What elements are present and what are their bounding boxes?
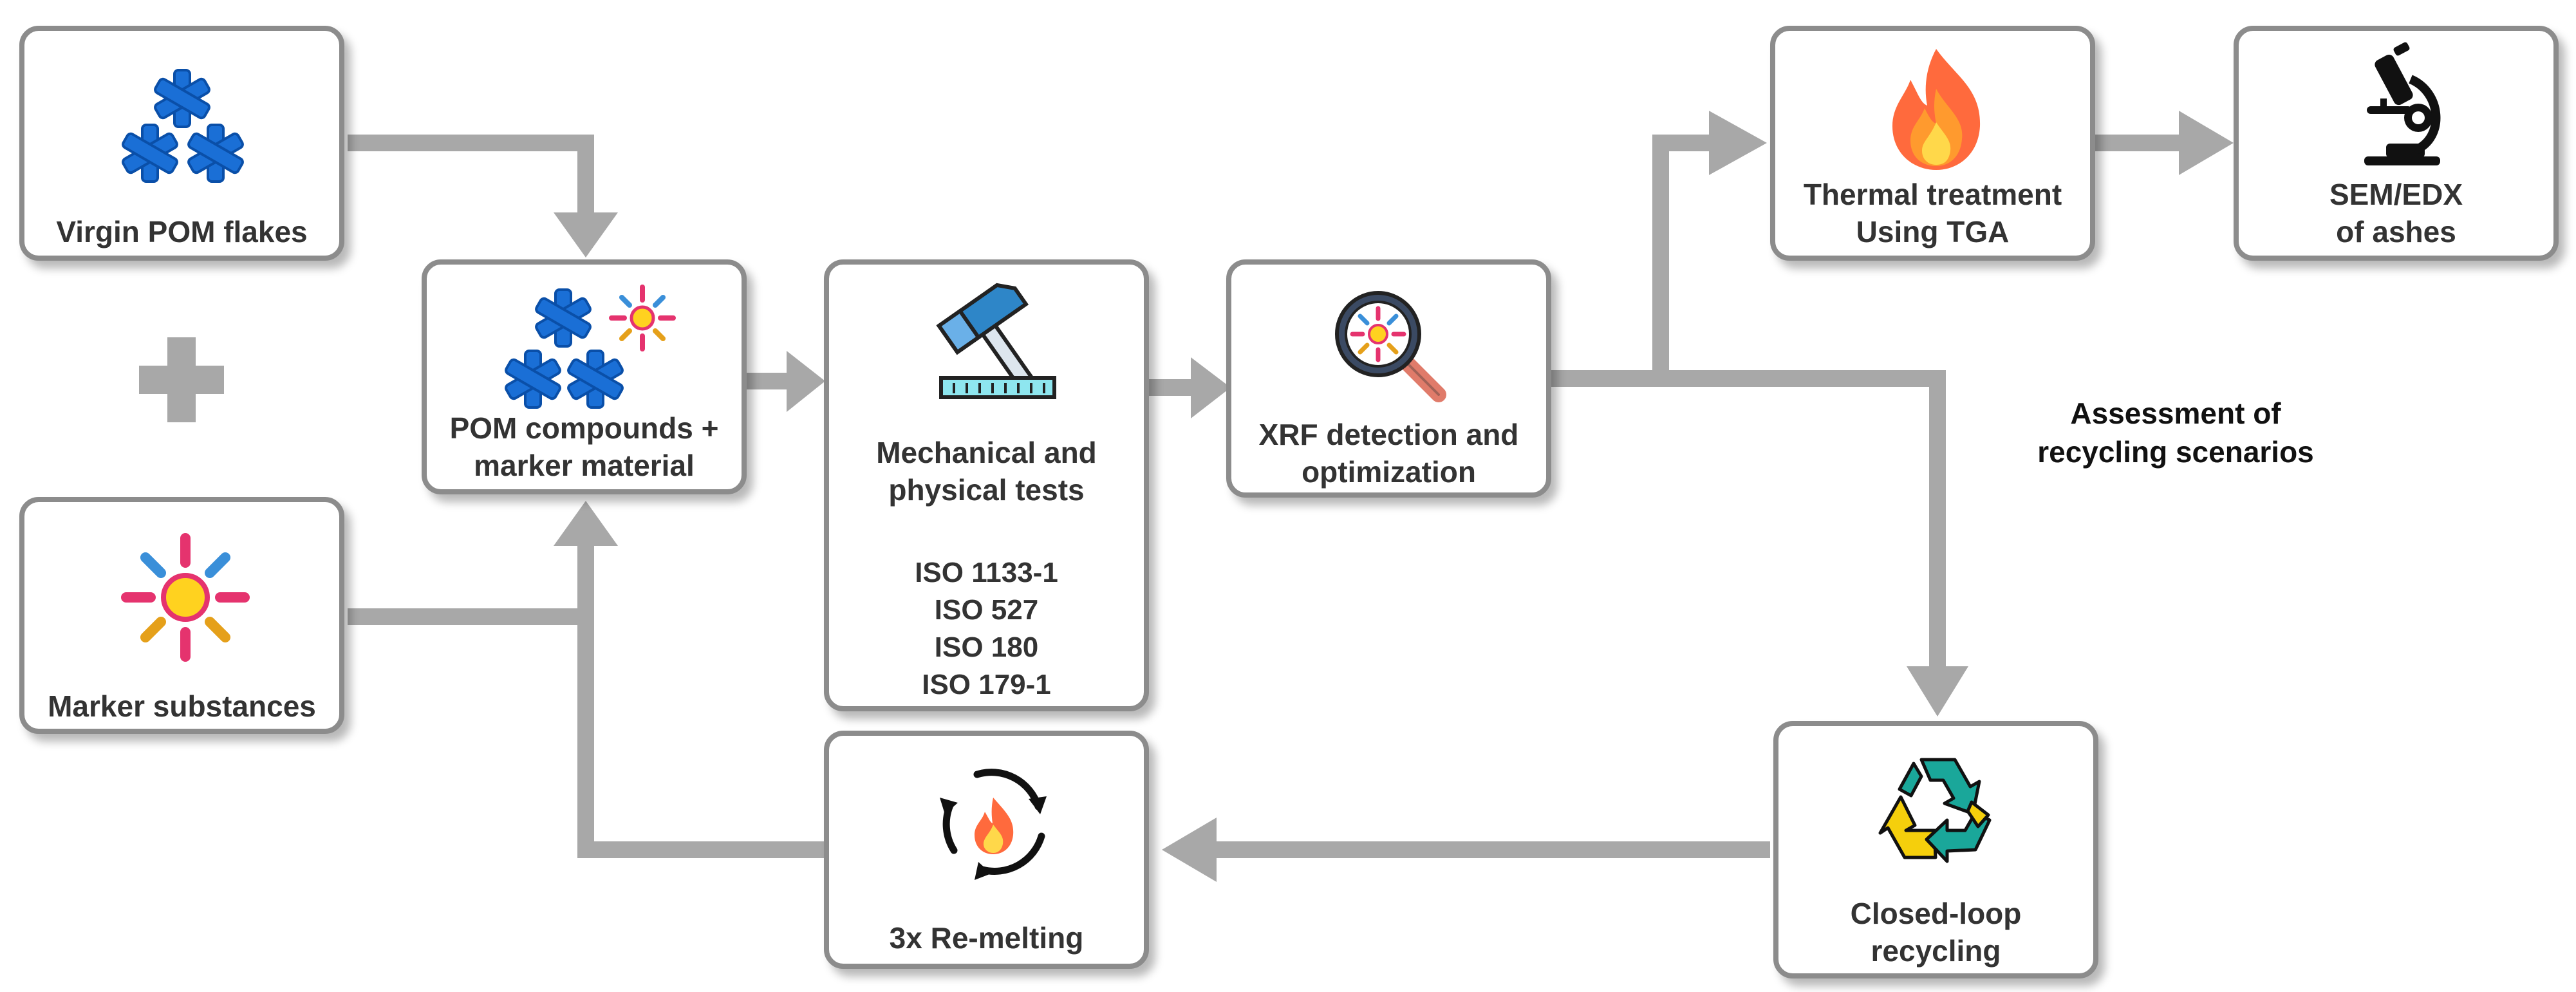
plus-icon [139, 337, 224, 422]
node-closed-loop: Closed-loop recycling [1773, 721, 2098, 978]
iso-standards-list: ISO 1133-1 ISO 527 ISO 180 ISO 179-1 [829, 554, 1144, 704]
iso-standard-2: ISO 527 [934, 594, 1039, 626]
node-xrf-line-2: optimization [1302, 455, 1476, 489]
arrowhead-into-compounds-top [554, 212, 618, 257]
annotation-assessment: Assessment of recycling scenarios [1989, 394, 2362, 471]
node-thermal-line-1: Thermal treatment [1803, 178, 2062, 211]
arrowhead-into-closed [1907, 666, 1968, 716]
arrowhead-into-sem [2179, 111, 2234, 175]
iso-standard-1: ISO 1133-1 [915, 557, 1058, 588]
microscope-icon [2364, 42, 2441, 165]
node-xrf-label: XRF detection and optimization [1231, 416, 1546, 491]
node-xrf-detection: XRF detection and optimization [1226, 259, 1551, 498]
node-remelting-label: 3x Re-melting [829, 919, 1144, 957]
remelting-cycle-icon [940, 769, 1047, 880]
node-xrf-line-1: XRF detection and [1258, 418, 1519, 451]
arrowhead-into-compounds-bottom [554, 501, 618, 546]
node-sem-line-2: of ashes [2336, 215, 2456, 248]
connector-xrf-to-thermal [1551, 135, 1715, 387]
node-virgin-pom-flakes: Virgin POM flakes [19, 26, 344, 261]
node-compounds-line-2: marker material [474, 449, 695, 482]
connector-marker-to-compounds [348, 539, 594, 625]
node-marker-line-1: Marker substances [48, 689, 316, 723]
node-virgin-line-1: Virgin POM flakes [56, 215, 308, 248]
connector-xrf-to-closed [1661, 370, 1946, 669]
node-pom-compounds: POM compounds + marker material [422, 259, 747, 494]
flame-icon [1892, 49, 1981, 170]
node-closed-line-2: recycling [1871, 934, 2001, 968]
recycle-icon [1878, 758, 1992, 863]
node-mechanical-label: Mechanical and physical tests [829, 434, 1144, 509]
arrowhead-into-mechanical [787, 351, 825, 412]
node-marker-substances: Marker substances [19, 497, 344, 734]
iso-standard-3: ISO 180 [934, 632, 1039, 663]
annotation-line-2: recycling scenarios [2037, 435, 2314, 469]
node-thermal-line-2: Using TGA [1856, 215, 2010, 248]
node-remelt-line-1: 3x Re-melting [889, 921, 1084, 955]
node-sem-label: SEM/EDX of ashes [2239, 176, 2553, 250]
node-mechanical-line-1: Mechanical and [876, 436, 1097, 469]
node-closed-line-1: Closed-loop [1850, 897, 2022, 930]
node-pom-compounds-label: POM compounds + marker material [427, 409, 742, 484]
pom-flakes-icon [122, 69, 244, 183]
node-marker-substances-label: Marker substances [24, 688, 339, 725]
node-sem-line-1: SEM/EDX [2329, 178, 2463, 211]
node-mechanical-tests: Mechanical and physical tests ISO 1133-1… [824, 259, 1149, 711]
connector-virgin-to-compounds [348, 135, 594, 219]
arrowhead-into-remelt [1162, 818, 1217, 882]
node-compounds-line-1: POM compounds + [449, 411, 719, 445]
connector-remelt-to-compounds [577, 617, 826, 858]
annotation-line-1: Assessment of [2070, 397, 2281, 430]
node-thermal-label: Thermal treatment Using TGA [1775, 176, 2090, 250]
pom-marker-compound-icon [505, 285, 676, 409]
node-thermal-treatment: Thermal treatment Using TGA [1770, 26, 2095, 261]
node-sem-edx: SEM/EDX of ashes [2234, 26, 2559, 261]
iso-standard-4: ISO 179-1 [922, 669, 1051, 700]
arrowhead-into-thermal [1709, 111, 1767, 175]
node-closed-loop-label: Closed-loop recycling [1778, 895, 2093, 969]
node-remelting: 3x Re-melting [824, 731, 1149, 969]
arrowhead-into-xrf [1191, 357, 1231, 418]
hammer-icon [936, 283, 1056, 399]
magnifier-icon [1335, 291, 1446, 402]
node-mechanical-line-2: physical tests [888, 473, 1085, 507]
marker-sun-icon [121, 533, 250, 662]
node-virgin-pom-flakes-label: Virgin POM flakes [24, 213, 339, 250]
